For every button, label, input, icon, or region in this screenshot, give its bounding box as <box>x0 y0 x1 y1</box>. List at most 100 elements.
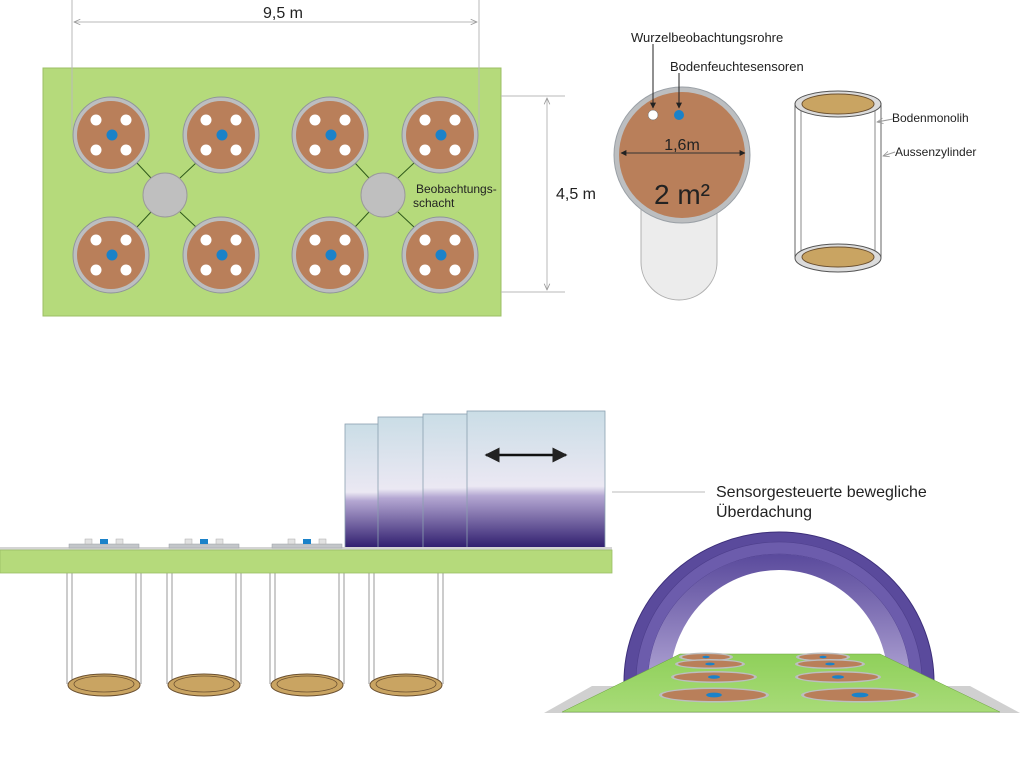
width-label: 9,5 m <box>263 5 303 22</box>
roof-segment <box>377 416 429 549</box>
lysimeter <box>401 96 479 174</box>
root-tube <box>200 264 212 276</box>
buried-cylinder <box>166 573 242 697</box>
monolith-inner <box>173 675 235 693</box>
monolith-label: Bodenmonolih <box>892 111 969 125</box>
root-tube <box>339 144 351 156</box>
moisture-sensor <box>106 129 118 141</box>
moisture-sensor <box>325 129 337 141</box>
lysimeter-grid <box>72 96 479 294</box>
root-tube <box>230 234 242 246</box>
moisture-sensor-marker <box>674 110 684 120</box>
buried-cylinder <box>66 573 142 697</box>
section-view: Sensorgesteuerte bewegliche Überdachung <box>0 410 931 697</box>
root-tube <box>309 234 321 246</box>
moisture-sensor <box>851 692 869 698</box>
root-tube <box>419 114 431 126</box>
arch-roof-inner <box>648 554 910 682</box>
root-tube-cap <box>84 538 93 545</box>
root-tube <box>419 234 431 246</box>
shaft-connectors <box>136 162 415 228</box>
roof-segment <box>466 410 606 549</box>
lysimeter-lid <box>271 538 343 549</box>
root-tube <box>200 144 212 156</box>
moisture-sensor <box>706 692 722 698</box>
shaft-label-line1: Beobachtungs- <box>416 182 497 196</box>
lid-plate <box>168 543 240 549</box>
outer-cylinder-label: Aussenzylinder <box>895 145 976 159</box>
moisture-sensor <box>106 249 118 261</box>
lysimeter-lid <box>168 538 240 549</box>
moisture-sensor <box>705 662 715 666</box>
root-tube <box>120 144 132 156</box>
root-tube-cap <box>287 538 296 545</box>
root-tube <box>90 144 102 156</box>
monolith-inner <box>73 675 135 693</box>
lysimeter <box>291 216 369 294</box>
moisture-sensor-label: Bodenfeuchtesensoren <box>670 59 804 74</box>
lysimeter <box>72 96 150 174</box>
moisture-sensor <box>435 129 447 141</box>
root-tube <box>339 114 351 126</box>
lysimeter <box>291 96 369 174</box>
root-tube <box>449 264 461 276</box>
moisture-sensor <box>435 249 447 261</box>
moisture-sensor <box>832 675 844 679</box>
ground-slab <box>0 549 613 574</box>
root-tube <box>200 114 212 126</box>
root-tube-cap <box>115 538 124 545</box>
perspective-lysimeter <box>659 687 769 703</box>
root-tube-marker <box>647 109 659 121</box>
sensor-cap <box>200 539 208 544</box>
root-tube <box>90 264 102 276</box>
monolith-base <box>270 673 344 697</box>
perspective-lysimeter <box>675 659 745 669</box>
perspective-lysimeter <box>795 659 865 669</box>
buried-cylinder <box>368 573 444 697</box>
perspective-lysimeter <box>795 671 881 683</box>
root-tube-cap <box>184 538 193 545</box>
root-tube <box>120 234 132 246</box>
root-tube <box>419 144 431 156</box>
shaft-label-line2: schacht <box>413 196 455 210</box>
root-tube <box>309 144 321 156</box>
root-tube <box>449 144 461 156</box>
root-tube <box>200 234 212 246</box>
moisture-sensor <box>702 655 710 659</box>
root-tube <box>120 264 132 276</box>
root-tube <box>339 264 351 276</box>
monolith-inner <box>276 675 338 693</box>
root-tube <box>449 234 461 246</box>
area-label: 2 m² <box>654 179 710 210</box>
root-tube-cap <box>215 538 224 545</box>
observation-shaft <box>360 172 406 218</box>
lysimeter <box>401 216 479 294</box>
roof-label: Sensorgesteuerte bewegliche Überdachung <box>716 484 931 521</box>
lysimeter <box>72 216 150 294</box>
lysimeter-detail: Wurzelbeobachtungsrohre Bodenfeuchtesens… <box>613 30 804 301</box>
moisture-sensor <box>708 675 720 679</box>
roof-label-line1: Sensorgesteuerte bewegliche <box>716 484 927 501</box>
diameter-label: 1,6m <box>664 137 700 154</box>
root-tube <box>449 114 461 126</box>
sensor-cap <box>303 539 311 544</box>
cylinder-detail: Bodenmonolih Aussenzylinder <box>794 90 976 273</box>
moisture-sensor <box>819 655 827 659</box>
monolith-pointer <box>877 119 894 122</box>
moisture-sensor <box>216 249 228 261</box>
root-tube <box>90 114 102 126</box>
plan-view: 9,5 m 4,5 m Beobachtungs- schacht <box>42 0 596 317</box>
height-label: 4,5 m <box>556 186 596 203</box>
root-tube-label: Wurzelbeobachtungsrohre <box>631 30 783 45</box>
moisture-sensor <box>825 662 835 666</box>
monolith-bottom <box>801 246 875 268</box>
root-tube <box>230 144 242 156</box>
outer-pointer <box>883 152 896 156</box>
movable-roof <box>344 410 606 549</box>
lid-plate <box>68 543 140 549</box>
lid-plate <box>271 543 343 549</box>
perspective-lysimeter <box>801 687 919 703</box>
monolith-base <box>369 673 443 697</box>
moisture-sensor <box>216 129 228 141</box>
